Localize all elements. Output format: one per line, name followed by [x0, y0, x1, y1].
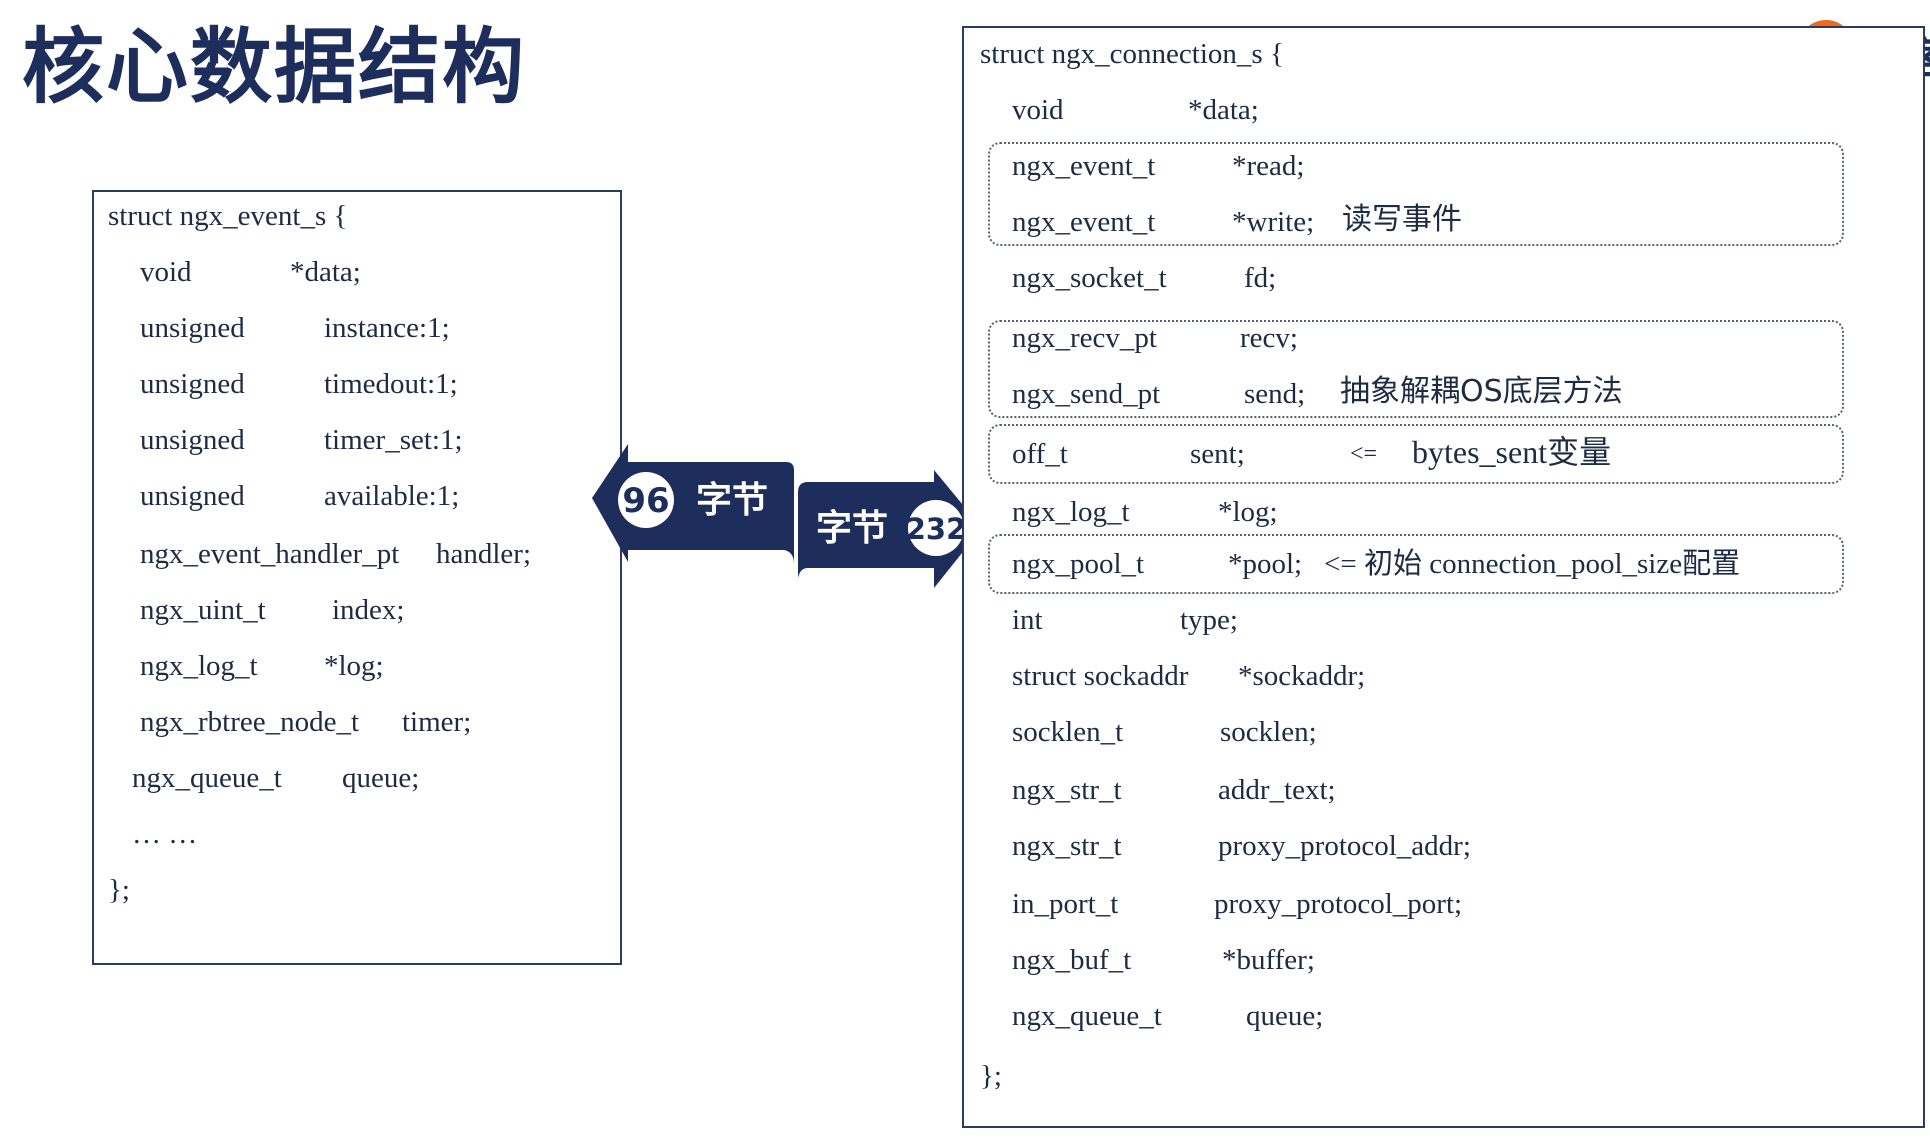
- arrow-marker: <=: [1350, 441, 1378, 467]
- field-name: timer_set:1;: [324, 424, 463, 456]
- field-name: *sockaddr;: [1238, 660, 1366, 692]
- event-struct-open: struct ngx_event_s {: [108, 200, 348, 232]
- field-name: timer;: [402, 706, 472, 738]
- field-type: off_t: [1012, 438, 1068, 470]
- field-type: unsigned: [140, 424, 245, 456]
- field-type: unsigned: [140, 368, 245, 400]
- sent-note: bytes_sent变量: [1412, 434, 1612, 470]
- field-name: *read;: [1232, 150, 1305, 182]
- field-type: unsigned: [140, 480, 245, 512]
- field-name: socklen;: [1220, 716, 1317, 748]
- left-badge-unit: 字节: [696, 480, 768, 521]
- field-type: ngx_log_t: [1012, 496, 1130, 528]
- field-name: *buffer;: [1222, 944, 1315, 976]
- right-badge-number: 232: [906, 512, 967, 546]
- field-name: type;: [1180, 604, 1238, 636]
- io-method-group: [988, 320, 1844, 418]
- field-type: in_port_t: [1012, 888, 1119, 920]
- connection-struct-close: };: [980, 1060, 1002, 1092]
- field-name: timedout:1;: [324, 368, 458, 400]
- sent-group: [988, 424, 1844, 484]
- field-type: struct sockaddr: [1012, 660, 1189, 692]
- event-struct-close: };: [108, 874, 130, 906]
- field-name: queue;: [342, 762, 420, 794]
- field-name: *pool;: [1228, 548, 1303, 580]
- field-type: ngx_event_t: [1012, 150, 1156, 182]
- left-badge-number: 96: [622, 481, 669, 521]
- connection-struct-box: struct ngx_connection_s { void *data; ng…: [962, 26, 1925, 1128]
- connection-struct-open: struct ngx_connection_s {: [980, 38, 1284, 70]
- field-name: send;: [1244, 378, 1306, 410]
- field-type: ngx_send_pt: [1012, 378, 1161, 410]
- field-name: *log;: [1218, 496, 1278, 528]
- field-type: int: [1012, 604, 1043, 636]
- field-type: ngx_queue_t: [1012, 1000, 1162, 1032]
- rw-event-group: [988, 142, 1844, 246]
- rw-event-note: 读写事件: [1342, 202, 1462, 237]
- field-type: ngx_str_t: [1012, 830, 1122, 862]
- field-name: *data;: [1188, 94, 1259, 126]
- field-name: queue;: [1246, 1000, 1324, 1032]
- event-struct-box: struct ngx_event_s { void *data; unsigne…: [92, 190, 622, 965]
- field-type: unsigned: [140, 312, 245, 344]
- field-type: ngx_rbtree_node_t: [140, 706, 360, 738]
- field-name: recv;: [1240, 322, 1298, 354]
- field-name: addr_text;: [1218, 774, 1336, 806]
- event-struct-ellipsis: … …: [132, 818, 198, 850]
- field-name: instance:1;: [324, 312, 450, 344]
- field-type: socklen_t: [1012, 716, 1124, 748]
- field-name: sent;: [1190, 438, 1245, 470]
- pool-group: [988, 534, 1844, 594]
- field-type: ngx_str_t: [1012, 774, 1122, 806]
- right-badge-circle: [908, 500, 964, 556]
- page-title: 核心数据结构: [22, 20, 527, 115]
- field-name: *log;: [324, 650, 384, 682]
- right-arrow-shape: [798, 470, 982, 588]
- field-type: ngx_event_t: [1012, 206, 1156, 238]
- field-type: void: [140, 256, 192, 288]
- field-type: ngx_buf_t: [1012, 944, 1132, 976]
- field-name: proxy_protocol_addr;: [1218, 830, 1471, 862]
- field-name: handler;: [436, 538, 532, 570]
- field-type: ngx_log_t: [140, 650, 258, 682]
- field-type: ngx_recv_pt: [1012, 322, 1157, 354]
- field-type: ngx_uint_t: [140, 594, 266, 626]
- field-type: ngx_event_handler_pt: [140, 538, 400, 570]
- field-name: *write;: [1232, 206, 1315, 238]
- field-name: available:1;: [324, 480, 460, 512]
- field-type: void: [1012, 94, 1064, 126]
- field-name: index;: [332, 594, 405, 626]
- field-name: fd;: [1244, 262, 1277, 294]
- field-type: ngx_pool_t: [1012, 548, 1145, 580]
- field-type: ngx_queue_t: [132, 762, 282, 794]
- field-name: proxy_protocol_port;: [1214, 888, 1463, 920]
- size-comparison-arrows: 96 字节 字节 232: [592, 444, 982, 588]
- field-type: ngx_socket_t: [1012, 262, 1167, 294]
- io-method-note: 抽象解耦OS底层方法: [1340, 374, 1623, 409]
- right-badge-unit: 字节: [816, 508, 888, 549]
- field-name: *data;: [290, 256, 361, 288]
- left-badge-circle: [618, 472, 674, 528]
- pool-note: <= 初始 connection_pool_size配置: [1324, 548, 1741, 580]
